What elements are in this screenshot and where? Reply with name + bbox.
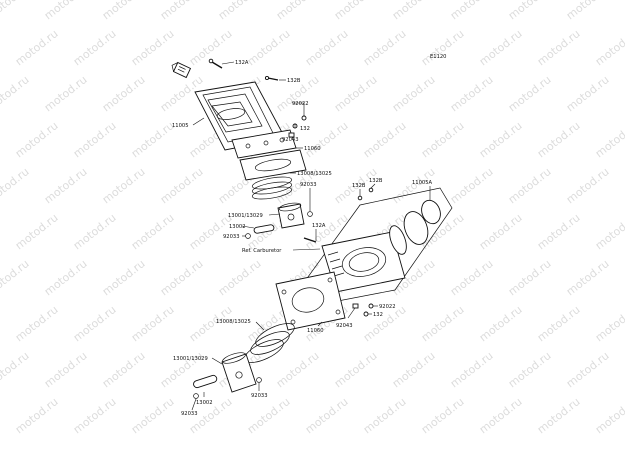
- label-132b-top: 132B: [287, 78, 301, 84]
- front-arrow-icon: [171, 61, 192, 79]
- washer-92022-bottom: [368, 303, 374, 309]
- circlip-92033-bottom-left: [193, 393, 199, 399]
- label-132a-top: 132A: [235, 60, 249, 66]
- piston-rings-top: [251, 176, 293, 200]
- head-cover-11005: [194, 81, 286, 151]
- piston-pin-13002-top: [253, 224, 275, 234]
- label-92033-top-right: 92033: [300, 182, 317, 188]
- label-ref-carburetor: Ref. Carburetor: [242, 248, 282, 254]
- leader-lines: [191, 61, 431, 411]
- bolt-132a-top: [208, 58, 223, 69]
- label-13008-13025-bottom: 13008/13025: [216, 319, 251, 325]
- label-11060-bottom: 11060: [307, 328, 324, 334]
- bolt-132b-right: [368, 187, 374, 193]
- gasket-11060-bottom: [275, 271, 346, 331]
- label-92033-bottom-right: 92033: [251, 393, 268, 399]
- part-labels: 132A 132B 92022 11005 132 92043 11060 13…: [172, 60, 433, 417]
- label-132b-right: 132B: [369, 178, 383, 184]
- label-11005a: 11005A: [412, 180, 433, 186]
- label-132-top: 132: [300, 126, 310, 132]
- bolt-132b-left: [357, 195, 363, 201]
- label-13002-top: 13002: [229, 224, 246, 230]
- piston-pin-13002-bottom: [193, 374, 218, 389]
- label-13002-bottom: 13002: [196, 400, 213, 406]
- bolt-132-bottom: [363, 311, 369, 317]
- label-92043-bottom: 92043: [336, 323, 353, 329]
- cylinder-11005a: [321, 231, 406, 293]
- diagram-code: E1120: [430, 54, 446, 60]
- bolt-132b-top: [264, 75, 279, 81]
- label-92022-top: 92022: [292, 101, 309, 107]
- dowel-92043-top: [288, 132, 295, 138]
- label-92043-top: 92043: [282, 137, 299, 143]
- circlip-92033-bottom-right: [256, 377, 262, 383]
- label-132-bottom: 132: [373, 312, 383, 318]
- piston-top: [277, 202, 305, 229]
- washer-92022-top: [301, 115, 307, 121]
- dowel-92043-bottom: [352, 303, 359, 309]
- label-132a-mid: 132A: [312, 223, 326, 229]
- label-92022-bottom: 92022: [379, 304, 396, 310]
- circlip-92033-top-left: [245, 233, 251, 239]
- circlip-92033-top-right: [307, 211, 313, 217]
- cylinder-top: [239, 149, 307, 181]
- cylinder-liners: [389, 199, 441, 255]
- label-92033-bottom-left: 92033: [181, 411, 198, 417]
- label-13001-13029-top: 13001/13029: [228, 213, 263, 219]
- label-13008-13025-top: 13008/13025: [297, 171, 332, 177]
- bolt-132a-mid: [303, 237, 317, 243]
- label-132b-left: 132B: [352, 183, 366, 189]
- piston-bottom: [221, 352, 257, 393]
- label-11005: 11005: [172, 123, 189, 129]
- label-92033-top-left: 92033: [223, 234, 240, 240]
- label-13001-13029-bottom: 13001/13029: [173, 356, 208, 362]
- label-11060-top: 11060: [304, 146, 321, 152]
